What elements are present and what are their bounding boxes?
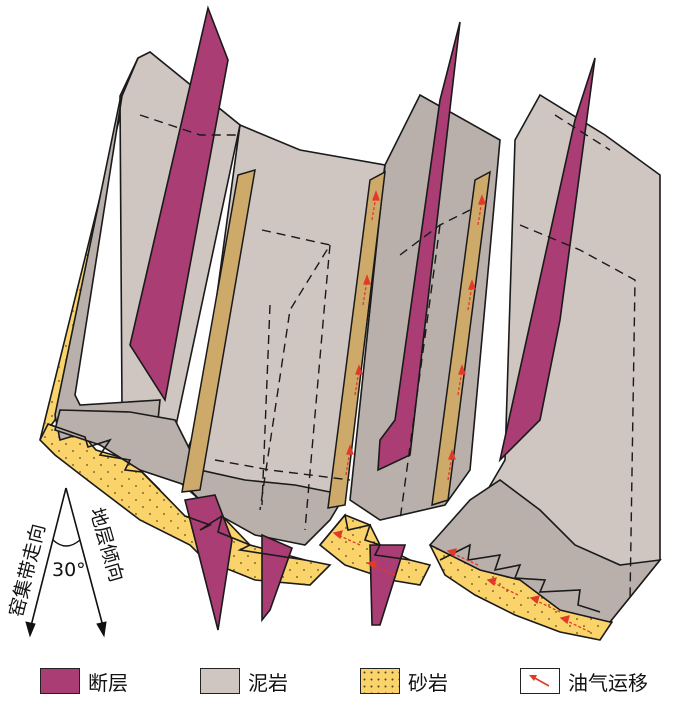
angle-label: 30° xyxy=(52,559,86,581)
migration-arrow xyxy=(354,364,363,396)
strike-direction-arrow xyxy=(29,487,67,631)
dashed-edge xyxy=(139,114,240,136)
sandstone-strip-3 xyxy=(431,170,491,507)
dashed-edge xyxy=(554,114,611,151)
fault-swatch xyxy=(40,668,80,694)
migration-arrow xyxy=(366,560,396,576)
legend-label: 油气运移 xyxy=(568,670,648,695)
jagged-line xyxy=(47,423,161,491)
mudstone-right-face xyxy=(428,479,662,623)
dashed-edge xyxy=(304,244,331,531)
legend-item-migration: 油气运移 xyxy=(520,667,680,696)
mudstone-swatch xyxy=(200,668,240,694)
sandstone-carrier-beds xyxy=(181,168,491,509)
legend-item-fault: 断层 xyxy=(40,667,200,696)
legend-item-sandstone: 砂岩 xyxy=(360,667,520,696)
legend-label: 泥岩 xyxy=(248,670,288,695)
fault-plane-4 xyxy=(377,21,461,472)
dip-direction-arrow xyxy=(65,487,105,631)
migration-arrow xyxy=(559,615,591,633)
jagged-line xyxy=(319,513,411,561)
fault-plane-6 xyxy=(498,57,596,463)
sandstone-strip-1 xyxy=(181,168,256,493)
dashed-edge xyxy=(259,229,332,511)
fault-plane-1 xyxy=(129,5,229,403)
strike-label: 窑集带走向 xyxy=(6,522,50,620)
orientation-rose: 窑集带走向 地层倾向 30° xyxy=(6,487,127,638)
arrowhead-icon xyxy=(96,621,107,638)
legend: 断层 泥岩 砂岩 油气运移 xyxy=(40,664,680,698)
dashed-edge xyxy=(214,459,351,481)
migration-arrow xyxy=(345,444,354,476)
migration-arrow xyxy=(529,595,561,613)
migration-arrow xyxy=(486,577,519,596)
dip-label: 地层倾向 xyxy=(85,505,127,584)
sandstone-strip-2 xyxy=(327,170,386,509)
dashed-edge xyxy=(399,224,441,521)
hidden-edges xyxy=(139,114,636,601)
dashed-edge xyxy=(261,304,271,506)
angle-arc xyxy=(52,539,81,547)
fault-block-diagram: 窑集带走向 地层倾向 30° xyxy=(6,5,662,641)
migration-arrow xyxy=(457,364,466,396)
migration-arrow xyxy=(362,274,371,306)
arrowhead-icon xyxy=(25,621,36,638)
migration-arrow xyxy=(371,190,380,221)
legend-item-mudstone: 泥岩 xyxy=(200,667,360,696)
migration-arrow xyxy=(447,449,456,481)
migration-arrow xyxy=(477,194,486,226)
legend-label: 断层 xyxy=(88,670,128,695)
migration-arrow xyxy=(446,548,479,566)
legend-label: 砂岩 xyxy=(408,670,448,695)
jagged-line xyxy=(439,543,601,613)
sandstone-dot-texture xyxy=(40,82,138,440)
migration-arrow xyxy=(467,279,476,311)
fault-planes xyxy=(129,5,596,631)
fault-plane-2 xyxy=(184,494,233,631)
sandstone-dot-texture xyxy=(40,424,330,585)
migration-swatch xyxy=(520,668,560,694)
fault-plane-5 xyxy=(369,544,407,626)
migration-arrows xyxy=(332,190,591,633)
red-arrow-icon xyxy=(529,675,550,687)
migration-arrow xyxy=(332,530,361,546)
sandstone-swatch xyxy=(360,668,400,694)
dashed-edge xyxy=(519,224,636,601)
jagged-line xyxy=(184,514,306,561)
jagged-front-lines xyxy=(47,423,601,613)
